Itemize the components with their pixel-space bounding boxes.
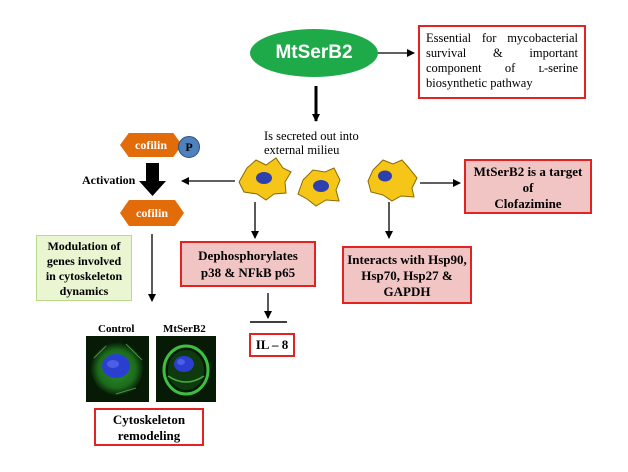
il8-box: IL – 8 bbox=[249, 333, 295, 357]
cofilin-bottom-node: cofilin bbox=[120, 200, 184, 226]
phospho-label: P bbox=[185, 140, 193, 154]
clofazimine-box: MtSerB2 is a target of Clofazimine bbox=[464, 159, 592, 214]
mtserb2-micrograph bbox=[156, 336, 216, 402]
cofilin-bottom-label: cofilin bbox=[136, 206, 168, 220]
essential-text: Essential for mycobacterial survival & i… bbox=[426, 31, 578, 90]
interacts-text: Interacts with Hsp90, Hsp70, Hsp27 & GAP… bbox=[347, 252, 467, 299]
control-micrograph bbox=[86, 336, 149, 402]
host-cell-1 bbox=[238, 157, 292, 201]
secreted-line-1: Is secreted out into bbox=[264, 129, 359, 143]
cofilin-top-node: cofilin bbox=[120, 133, 182, 157]
clofazimine-line-3: Clofazimine bbox=[494, 196, 562, 211]
modulation-text: Modulation of genes involved in cytoskel… bbox=[45, 239, 123, 298]
dephospho-box: Dephosphorylates p38 & NFkB p65 bbox=[180, 241, 316, 287]
mtserb2-node: MtSerB2 bbox=[250, 29, 378, 77]
activation-label: Activation bbox=[82, 173, 136, 187]
activation-arrow-head bbox=[139, 181, 166, 196]
secreted-caption: Is secreted out into external milieu bbox=[264, 129, 404, 157]
essential-box: Essential for mycobacterial survival & i… bbox=[418, 25, 586, 99]
mtserb2-micrograph-image bbox=[156, 336, 216, 402]
phospho-node: P bbox=[178, 136, 200, 158]
dephospho-line-1: Dephosphorylates bbox=[198, 248, 298, 263]
cofilin-top-label: cofilin bbox=[135, 138, 167, 152]
dephospho-line-2: p38 & NFkB p65 bbox=[200, 265, 296, 280]
il8-text: IL – 8 bbox=[255, 337, 289, 352]
remodeling-line-2: remodeling bbox=[117, 428, 181, 443]
remodeling-box: Cytoskeleton remodeling bbox=[94, 408, 204, 446]
mtserb2-label: MtSerB2 bbox=[275, 42, 353, 63]
modulation-box: Modulation of genes involved in cytoskel… bbox=[36, 235, 132, 301]
mtserb2-micrograph-label: MtSerB2 bbox=[163, 323, 206, 335]
clofazimine-line-1: MtSerB2 is a target bbox=[473, 164, 583, 179]
secreted-line-2: external milieu bbox=[264, 143, 340, 157]
control-label: Control bbox=[98, 323, 135, 335]
host-cell-3 bbox=[367, 159, 418, 202]
host-cell-2 bbox=[297, 167, 341, 207]
clofazimine-line-2: of bbox=[522, 180, 534, 195]
interacts-box: Interacts with Hsp90, Hsp70, Hsp27 & GAP… bbox=[342, 246, 472, 304]
activation-arrow-shaft bbox=[146, 163, 159, 181]
control-micrograph-image bbox=[86, 336, 149, 402]
remodeling-line-1: Cytoskeleton bbox=[112, 412, 186, 427]
